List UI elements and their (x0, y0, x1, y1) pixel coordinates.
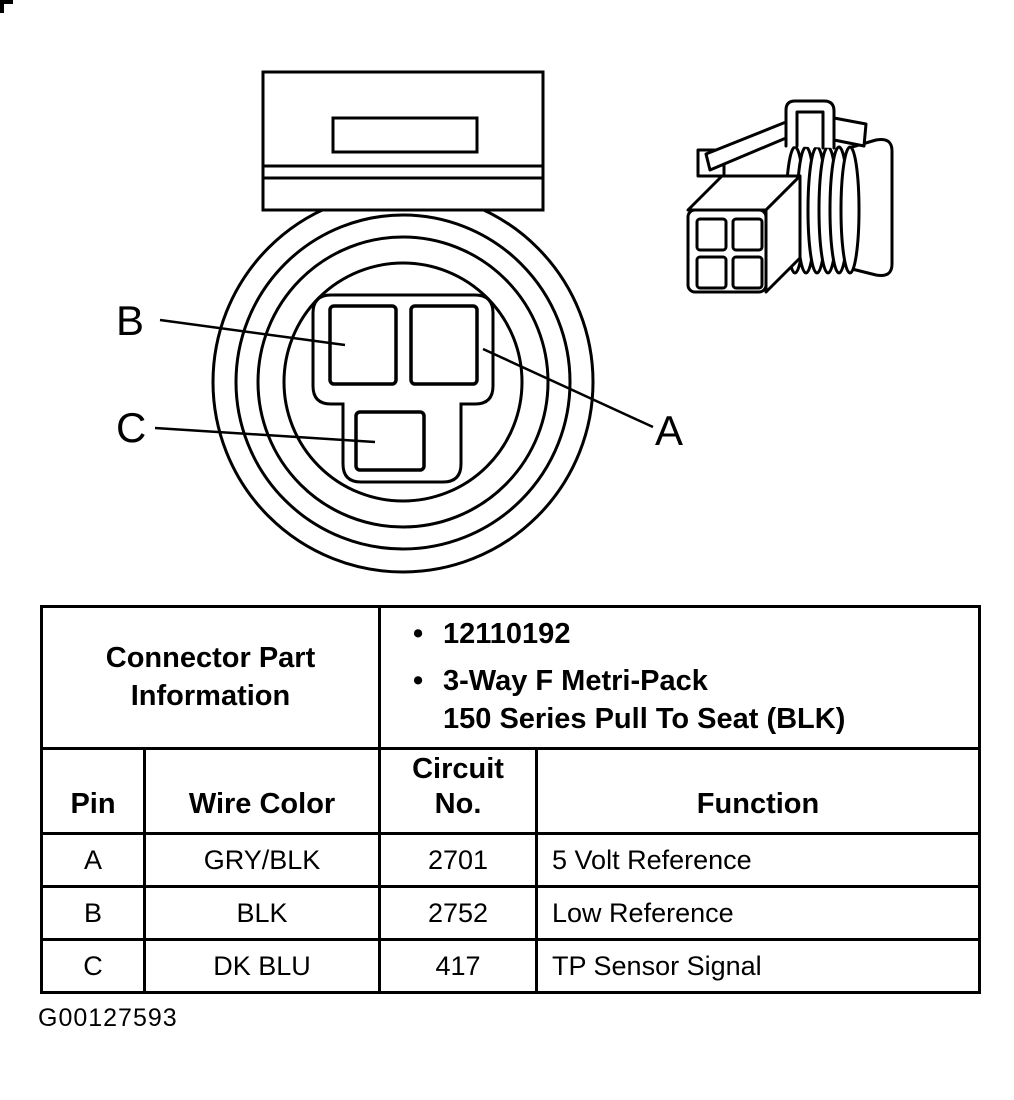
part-details-cell: 12110192 3-Way F Metri-Pack 150 Series P… (378, 605, 982, 750)
col-header-wire: Wire Color (142, 747, 382, 835)
table-row: C DK BLU 417 TP Sensor Signal (40, 938, 982, 994)
part-info-header: Connector Part Information (39, 605, 382, 750)
ring-inner (282, 261, 524, 503)
terminal-cavity (695, 217, 728, 252)
connector-side-view (686, 99, 894, 294)
housing-body (261, 70, 545, 212)
part-number: 12110192 (413, 616, 972, 654)
terminal-cavity (695, 255, 728, 290)
part-description: 3-Way F Metri-Pack 150 Series Pull To Se… (413, 663, 972, 738)
latch-hook-inner (795, 110, 825, 150)
terminal-cavity (731, 217, 764, 252)
cell-wire-color: GRY/BLK (142, 832, 382, 888)
cavity-cluster-outline (311, 293, 495, 484)
table-row: B BLK 2752 Low Reference (40, 885, 982, 941)
cell-wire-color: DK BLU (142, 938, 382, 994)
part-details-list: 12110192 3-Way F Metri-Pack 150 Series P… (413, 616, 972, 738)
figure-id: G00127593 (38, 1004, 178, 1032)
cell-pin: A (40, 832, 146, 888)
cell-circuit-no: 2701 (378, 832, 539, 888)
connector-front-view (211, 70, 595, 574)
col-header-circuit: Circuit No. (378, 747, 539, 835)
leader-lines (154, 318, 654, 444)
table-row: A GRY/BLK 2701 5 Volt Reference (40, 832, 982, 888)
latch-arm (704, 120, 788, 172)
housing-latch-slot (331, 116, 479, 154)
terminal-cavity (731, 255, 764, 290)
rear-cap (850, 138, 894, 277)
latch-rear-bar (832, 116, 868, 148)
latch-hook (784, 99, 836, 150)
cell-circuit-no: 2752 (378, 885, 539, 941)
pin-table: Connector Part Information 12110192 3-Wa… (39, 605, 982, 994)
pin-cavity-b (328, 304, 398, 386)
cell-function: Low Reference (535, 885, 982, 941)
ring-3 (256, 235, 550, 529)
pin-label-a: A (655, 407, 684, 454)
pin-label-c: C (116, 404, 147, 451)
connector-diagram (154, 70, 894, 574)
cell-pin: C (40, 938, 146, 994)
scan-artifact (0, 0, 4, 13)
leader-line-a (482, 347, 654, 429)
table-header-row: Pin Wire Color Circuit No. Function (40, 747, 982, 835)
cell-function: 5 Volt Reference (535, 832, 982, 888)
seal-rib (839, 145, 861, 275)
cell-wire-color: BLK (142, 885, 382, 941)
leader-line-b (159, 318, 346, 347)
pin-cavity-a (409, 304, 479, 386)
ring-outer (211, 190, 595, 574)
cell-function: TP Sensor Signal (535, 938, 982, 994)
col-header-function: Function (535, 747, 982, 835)
part-info-row: Connector Part Information 12110192 3-Wa… (39, 605, 982, 750)
ring-2 (234, 213, 572, 551)
col-header-pin: Pin (40, 747, 146, 835)
leader-line-c (154, 426, 376, 444)
terminal-block-front-face (686, 208, 768, 294)
cell-pin: B (40, 885, 146, 941)
scan-artifact (0, 0, 13, 4)
cell-circuit-no: 417 (378, 938, 539, 994)
pin-label-b: B (116, 297, 145, 344)
